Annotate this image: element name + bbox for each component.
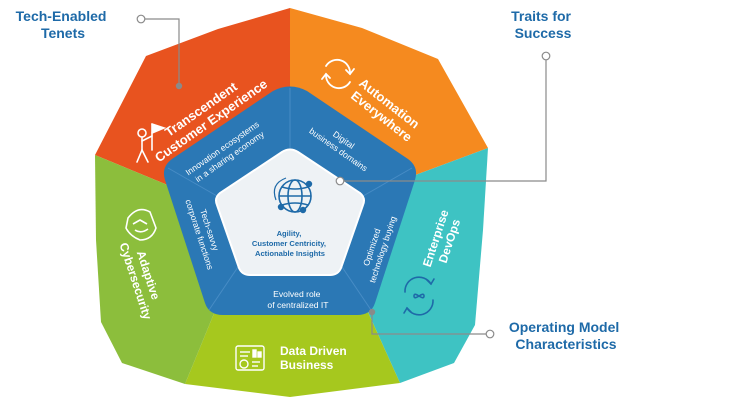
segment-customer-experience: [95, 8, 290, 186]
outer-ring: [95, 8, 488, 397]
callout-dot-traits: [541, 51, 551, 61]
devops-infinity-icon: [403, 276, 435, 316]
callout-end-tenets: [175, 82, 183, 90]
flag-person-icon: [136, 123, 167, 163]
callout-operating-model: Operating Model Characteristics: [509, 319, 623, 352]
core-line-1: Agility,: [277, 229, 302, 238]
core-line-2: Customer Centricity,: [252, 239, 326, 248]
segment-automation: [290, 8, 488, 177]
callout-dot-operating: [485, 329, 495, 339]
callout-end-operating: [368, 308, 376, 316]
callout-tech-enabled-tenets: Tech-Enabled Tenets: [16, 8, 111, 41]
core-text: Agility, Customer Centricity, Actionable…: [252, 229, 328, 258]
label-centralized-it: Evolved role of centralized IT: [267, 289, 329, 310]
segment-devops: [367, 148, 488, 383]
cycle-arrows-icon: [321, 59, 355, 89]
callout-leaders: [136, 14, 551, 339]
callout-traits-for-success: Traits for Success: [511, 8, 575, 41]
dashboard-icon: [235, 345, 265, 371]
core-line-3: Actionable Insights: [255, 249, 325, 258]
core-pentagon: [215, 148, 365, 276]
shield-icon: [125, 208, 157, 241]
globe-network-icon: [273, 177, 313, 214]
segment-cybersecurity: [95, 155, 215, 384]
callout-dot-tenets: [136, 14, 146, 24]
callout-end-traits: [335, 176, 345, 186]
segment-data-driven: [185, 310, 400, 397]
label-data-driven: Data Driven Business: [280, 344, 350, 372]
